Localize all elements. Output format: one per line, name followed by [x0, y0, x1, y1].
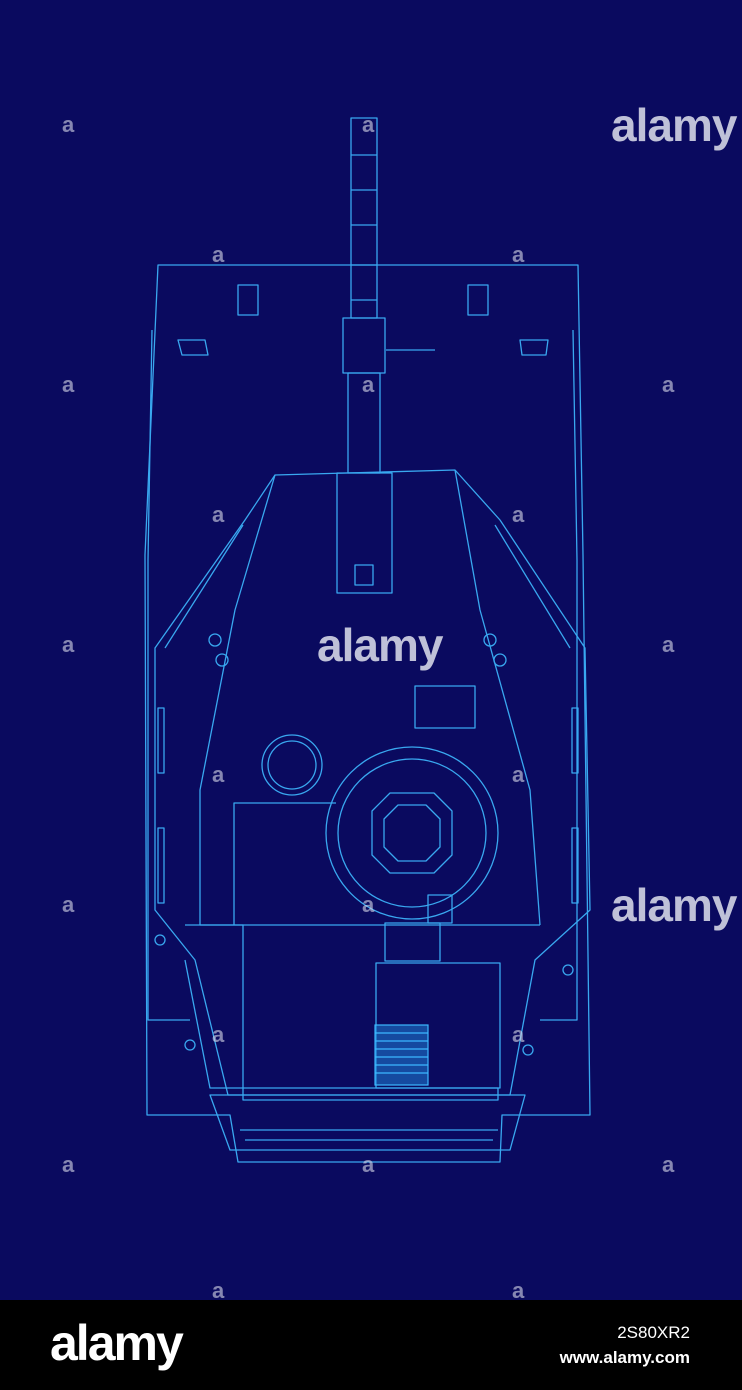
watermark-small: a — [212, 242, 224, 267]
tank-blueprint-image: alamy alamy alamy a a a a a a a a a a a … — [62, 99, 738, 1303]
watermark-small: a — [362, 1152, 374, 1177]
watermark-small: a — [212, 762, 224, 787]
watermark-small: a — [512, 242, 524, 267]
watermark-small: a — [62, 372, 74, 397]
alamy-logo[interactable]: alamy — [50, 1315, 184, 1371]
watermark-small: a — [362, 892, 374, 917]
watermark-small: a — [362, 112, 374, 137]
engine-grille — [374, 1024, 429, 1086]
turret-outline — [154, 469, 591, 1101]
loader-hatch — [261, 734, 323, 796]
commander-cupola — [325, 746, 499, 962]
site-url[interactable]: www.alamy.com — [559, 1348, 690, 1367]
watermark-small: a — [212, 1278, 224, 1303]
tank-blueprint-drawing — [144, 117, 591, 1163]
watermark-small: a — [662, 632, 674, 657]
watermark-small: a — [362, 372, 374, 397]
watermark-small: a — [62, 632, 74, 657]
watermark-small: a — [512, 1278, 524, 1303]
watermark-small: a — [662, 1152, 674, 1177]
watermark-small: a — [62, 112, 74, 137]
watermark-large: alamy — [611, 879, 737, 931]
watermark-small: a — [512, 762, 524, 787]
watermark-small: a — [62, 892, 74, 917]
watermark-small: a — [512, 502, 524, 527]
watermark-small: a — [62, 1152, 74, 1177]
gun-barrel — [342, 117, 386, 474]
watermark-small: a — [212, 502, 224, 527]
watermark-large: alamy — [317, 619, 443, 671]
watermark-small: a — [212, 1022, 224, 1047]
image-id: 2S80XR2 — [617, 1323, 690, 1342]
watermark-large: alamy — [611, 99, 737, 151]
side-details — [154, 284, 579, 1056]
watermark-small: a — [662, 372, 674, 397]
watermark-small: a — [512, 1022, 524, 1047]
hull-outline — [144, 264, 591, 1163]
stock-footer-bar: alamy 2S80XR2 www.alamy.com — [0, 1300, 742, 1390]
